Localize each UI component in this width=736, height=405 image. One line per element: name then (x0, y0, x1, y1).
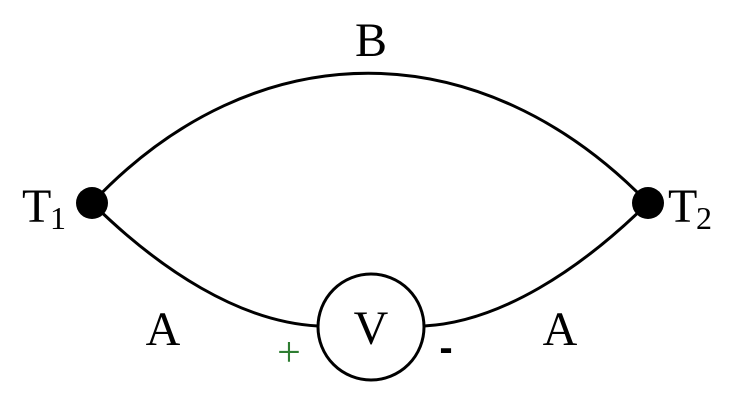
label-a-left: A (146, 303, 181, 356)
label-b: B (355, 14, 387, 67)
wire-b (90, 71, 650, 205)
minus-sign: - (439, 326, 452, 370)
junction-t1 (76, 187, 108, 219)
voltmeter-circle (316, 272, 426, 382)
wire-a-left (90, 201, 319, 328)
label-t2-subscript: 2 (696, 200, 712, 236)
label-a-right: A (543, 303, 578, 356)
wire-a-right (423, 201, 650, 328)
label-t2: T (668, 180, 697, 233)
label-t1-subscript: 1 (50, 200, 66, 236)
junction-t2 (632, 187, 664, 219)
plus-sign: + (277, 330, 301, 376)
label-t1: T (22, 180, 51, 233)
voltmeter-label: V (354, 302, 389, 355)
